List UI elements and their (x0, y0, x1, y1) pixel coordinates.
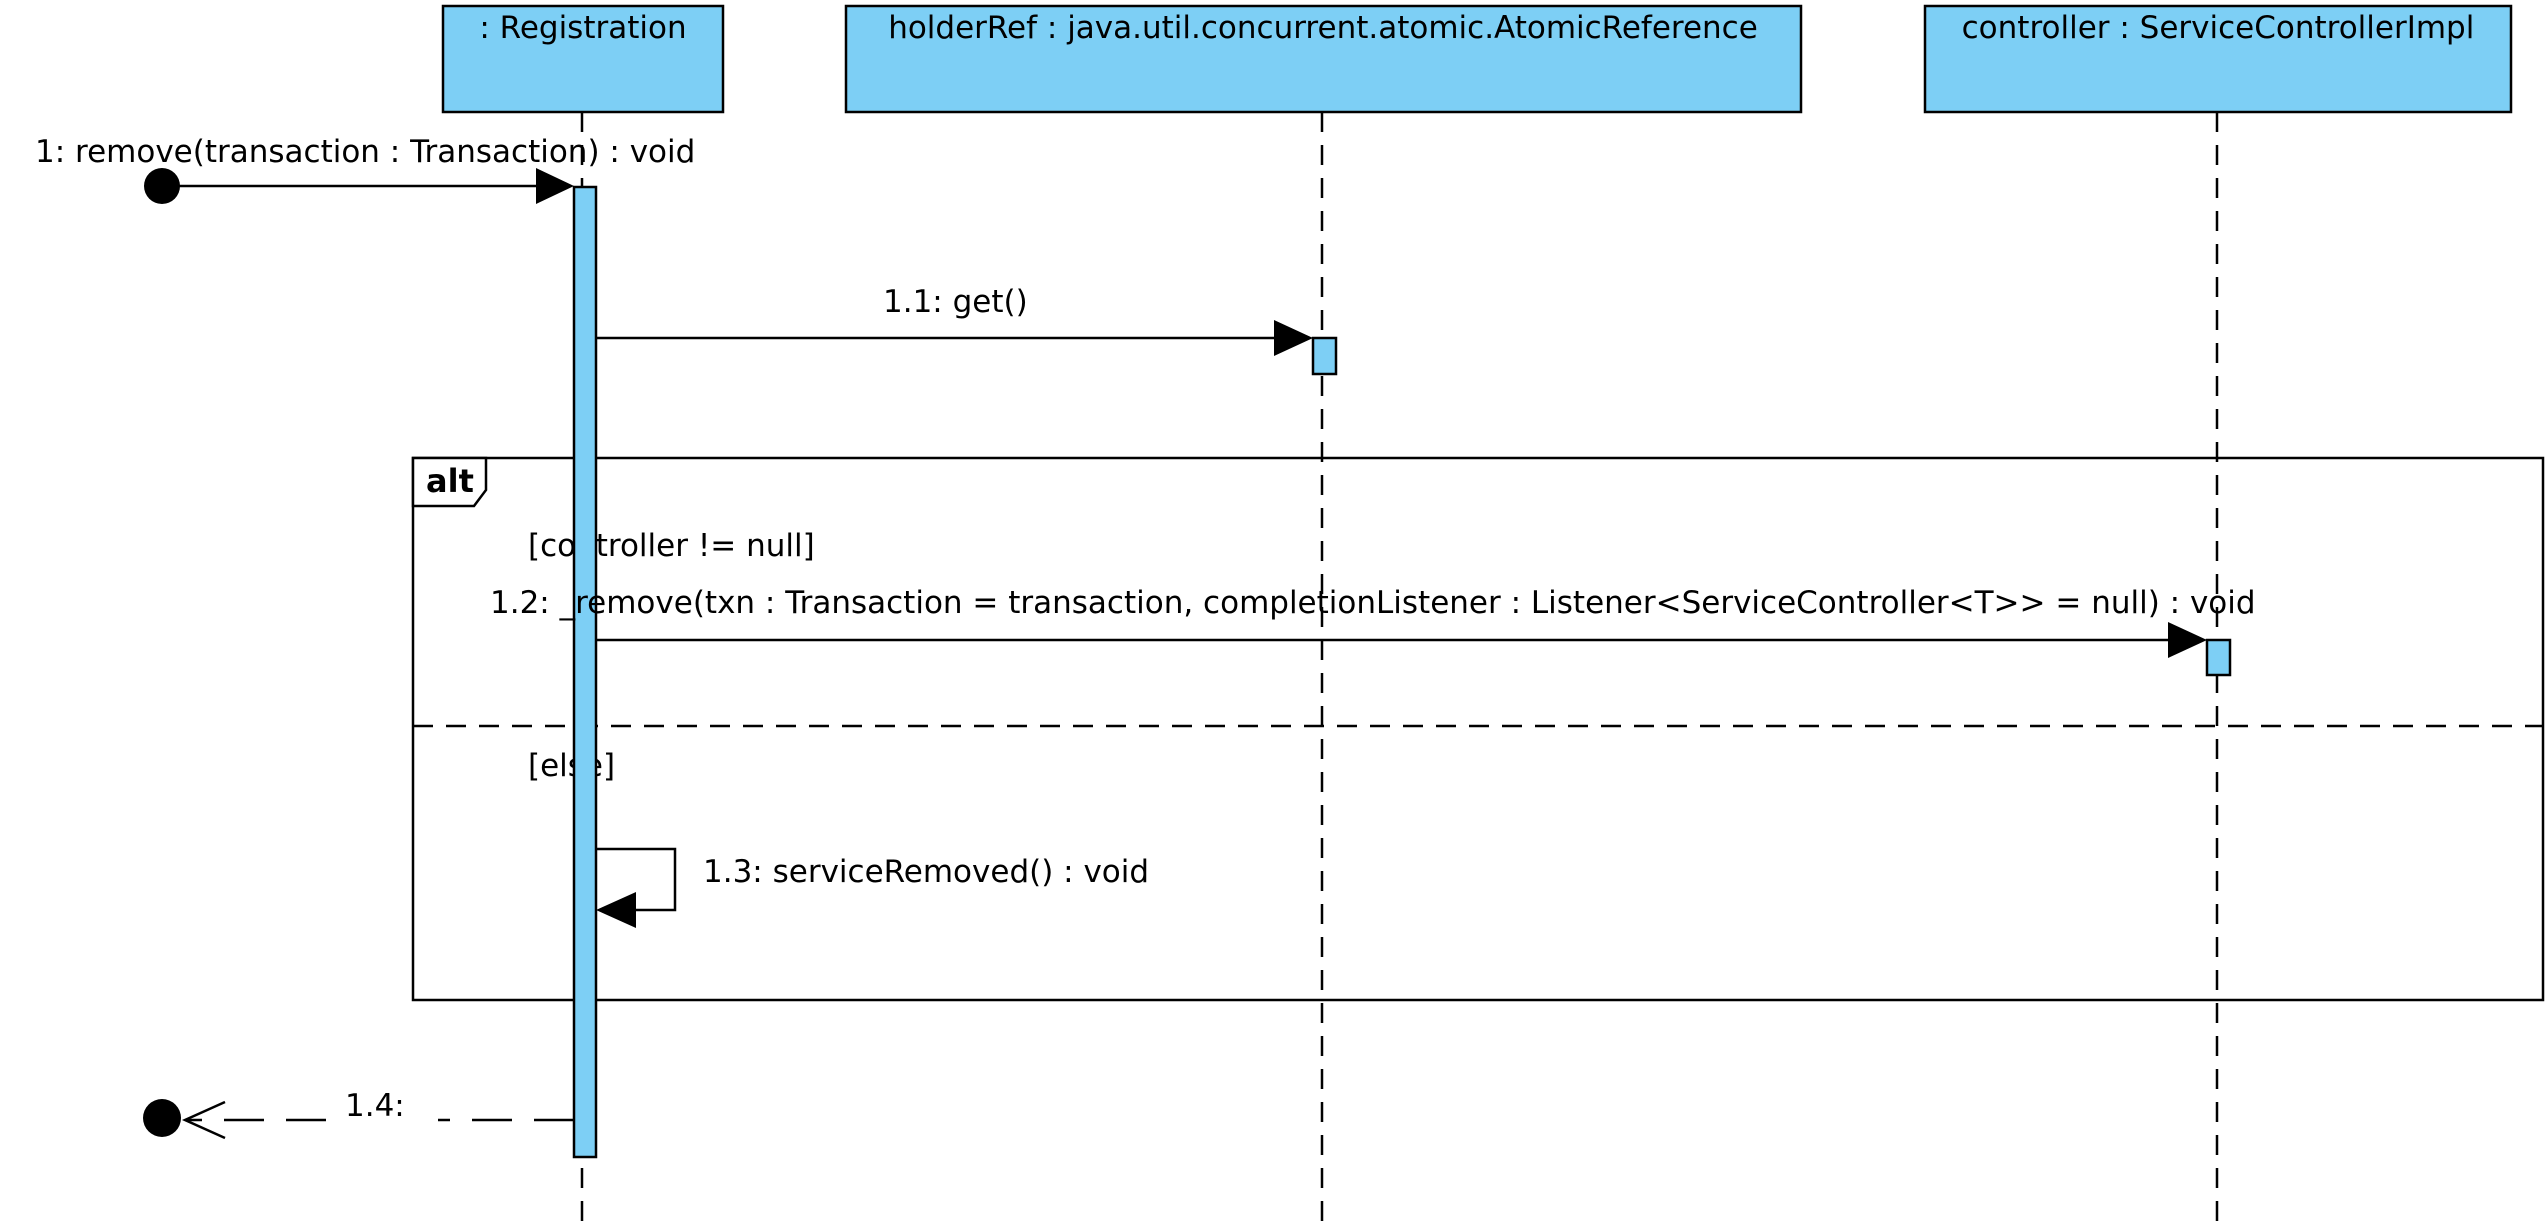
alt-fragment-frame (411, 456, 2545, 1002)
participant-controller[interactable]: controller : ServiceControllerImpl (1923, 4, 2513, 114)
activation-holder-ref (1311, 336, 1338, 376)
message-1-label: 1: remove(transaction : Transaction) : v… (35, 134, 695, 170)
message-1-1-label: 1.1: get() (883, 284, 1028, 320)
alt-operator-label: alt (426, 462, 474, 500)
message-1-3-label: 1.3: serviceRemoved() : void (703, 854, 1149, 890)
arrowhead-filled-icon (596, 892, 636, 928)
message-1-2-remove[interactable]: 1.2: _remove(txn : Transaction = transac… (490, 585, 2256, 658)
arrowhead-filled-icon (2168, 622, 2207, 658)
alt-operator-tab (411, 456, 488, 508)
participant-holder-ref[interactable]: holderRef : java.util.concurrent.atomic.… (844, 4, 1803, 114)
message-1-4-label: 1.4: (345, 1088, 405, 1124)
arrowhead-filled-icon (536, 168, 574, 204)
alt-fragment: alt [controller != null] [else] (411, 456, 2545, 1002)
participant-holder-ref-label: holderRef : java.util.concurrent.atomic.… (888, 10, 1758, 46)
message-1-3-service-removed[interactable]: 1.3: serviceRemoved() : void (596, 847, 1149, 928)
message-1-4-label-bg (328, 1086, 438, 1134)
lost-message-end-dot (143, 1099, 181, 1137)
message-1-4-return[interactable]: 1.4: (143, 1086, 574, 1140)
guard-controller-not-null: [controller != null] (528, 528, 815, 564)
participant-registration-label: : Registration (479, 10, 686, 46)
activation-registration (572, 185, 598, 1159)
participant-registration[interactable]: : Registration (441, 4, 725, 114)
arrowhead-filled-icon (1274, 320, 1313, 356)
message-1-remove[interactable]: 1: remove(transaction : Transaction) : v… (35, 134, 695, 204)
guard-else: [else] (528, 748, 615, 784)
message-1-2-label: 1.2: _remove(txn : Transaction = transac… (490, 585, 2256, 621)
arrowhead-open-icon (181, 1100, 226, 1140)
participant-controller-label: controller : ServiceControllerImpl (1962, 10, 2475, 46)
activation-controller (2205, 638, 2232, 677)
message-1-1-get[interactable]: 1.1: get() (596, 284, 1313, 356)
